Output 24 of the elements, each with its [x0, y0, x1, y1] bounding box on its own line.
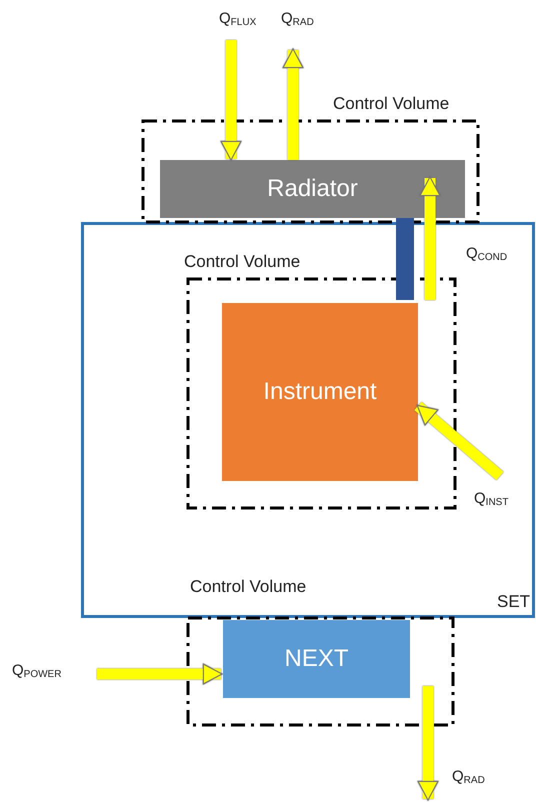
control-volume-label: Control Volume [190, 577, 306, 597]
heat-flow-label: Q$_{FLUX}$ [219, 10, 256, 28]
heat-flow-arrow [414, 402, 504, 480]
control-volume-label: Control Volume [184, 252, 300, 272]
control-volume-label: Control Volume [333, 94, 450, 114]
heat-flow-arrow [420, 176, 440, 300]
heat-flow-label: Q$_{RAD}$ [281, 10, 314, 28]
component-box [223, 620, 410, 698]
control-volume-boundary [188, 618, 453, 725]
heat-flow-label: Q$_{RAD}$ [452, 768, 485, 786]
heat-flow-arrow [282, 48, 304, 160]
heat-flow-label: Q$_{COND}$ [466, 245, 508, 263]
component-box [222, 303, 418, 481]
heat-flow-arrow [220, 40, 242, 161]
heat-flow-label: Q$_{POWER}$ [12, 662, 62, 680]
heat-flow-arrow [418, 686, 438, 801]
heat-flow-label: Q$_{INST}$ [474, 490, 508, 508]
component-box [160, 160, 465, 218]
system-label: SET [497, 592, 530, 612]
component-label: Instrument [262, 377, 378, 407]
system-boundary [81, 222, 535, 618]
component-label: Radiator [266, 174, 359, 204]
component-label: NEXT [283, 644, 350, 674]
heat-flow-arrow [97, 664, 223, 684]
